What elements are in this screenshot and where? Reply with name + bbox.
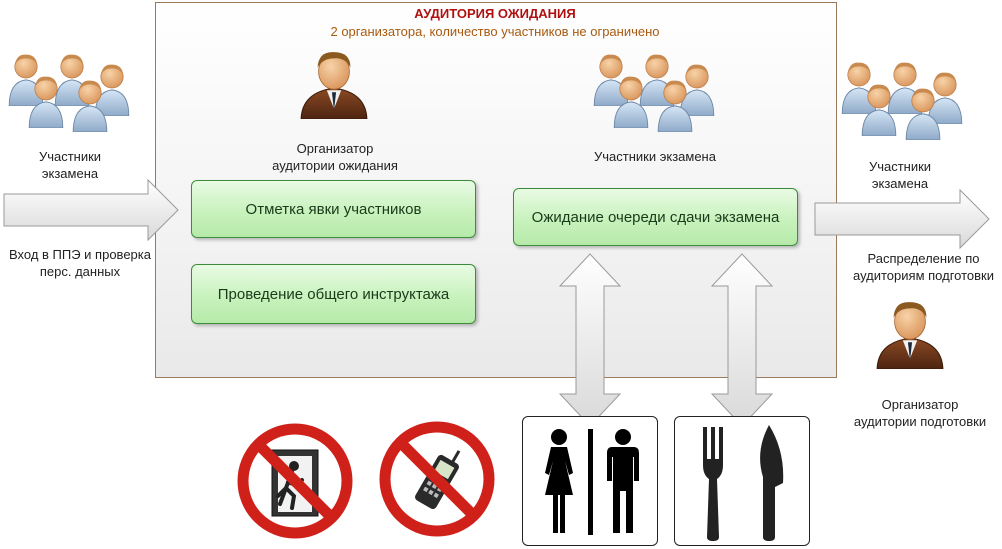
participants-label-right-line1: Участники <box>868 159 932 174</box>
restroom-panel <box>522 416 658 546</box>
entry-arrow <box>3 178 179 242</box>
participants-group-right-icon <box>841 62 963 140</box>
organizer-waiting-icon <box>300 51 368 119</box>
organizer-prep-line2: аудитории подготовки <box>853 414 987 429</box>
no-exit-icon <box>237 423 353 539</box>
no-phone-icon <box>379 421 495 537</box>
participants-label-center: Участники экзамена <box>594 149 716 164</box>
restroom-icon <box>545 429 639 535</box>
organizer-prep-icon <box>876 301 944 369</box>
organizer-waiting-label: Организатор аудитории ожидания <box>260 140 410 174</box>
exit-arrow-label-line2: аудиториям подготовки <box>853 268 994 283</box>
organizer-waiting-line2: аудитории ожидания <box>272 158 398 173</box>
room-title: АУДИТОРИЯ ОЖИДАНИЯ <box>414 6 576 21</box>
organizer-prep-line1: Организатор <box>881 397 959 412</box>
participants-label-left: Участники экзамена <box>10 148 130 182</box>
organizer-waiting-line1: Организатор <box>296 141 374 156</box>
attendance-box: Отметка явки участников <box>191 180 476 238</box>
participants-label-right-line2: экзамена <box>871 176 929 191</box>
double-arrow-restroom <box>558 253 622 427</box>
organizer-prep-label: Организатор аудитории подготовки <box>838 396 1002 430</box>
briefing-box: Проведение общего инструктажа <box>191 264 476 324</box>
room-subtitle: 2 организатора, количество участников не… <box>330 24 660 39</box>
participants-label-left-line2: экзамена <box>41 166 99 181</box>
double-arrow-dining <box>710 253 774 427</box>
entry-arrow-label-line1: Вход в ППЭ и проверка <box>9 247 151 262</box>
participants-label-right: Участники экзамена <box>840 158 960 192</box>
participants-group-left-icon <box>8 54 130 132</box>
participants-group-center-icon <box>593 54 715 132</box>
participants-label-left-line1: Участники <box>38 149 102 164</box>
entry-arrow-label-line2: перс. данных <box>39 264 121 279</box>
dining-icon <box>703 425 784 541</box>
exit-arrow <box>814 188 990 250</box>
dining-panel <box>674 416 810 546</box>
exit-arrow-label-line1: Распределение по <box>867 251 980 266</box>
exit-arrow-label: Распределение по аудиториям подготовки <box>845 250 1002 284</box>
entry-arrow-label: Вход в ППЭ и проверка перс. данных <box>0 246 160 280</box>
queue-box: Ожидание очереди сдачи экзамена <box>513 188 798 246</box>
